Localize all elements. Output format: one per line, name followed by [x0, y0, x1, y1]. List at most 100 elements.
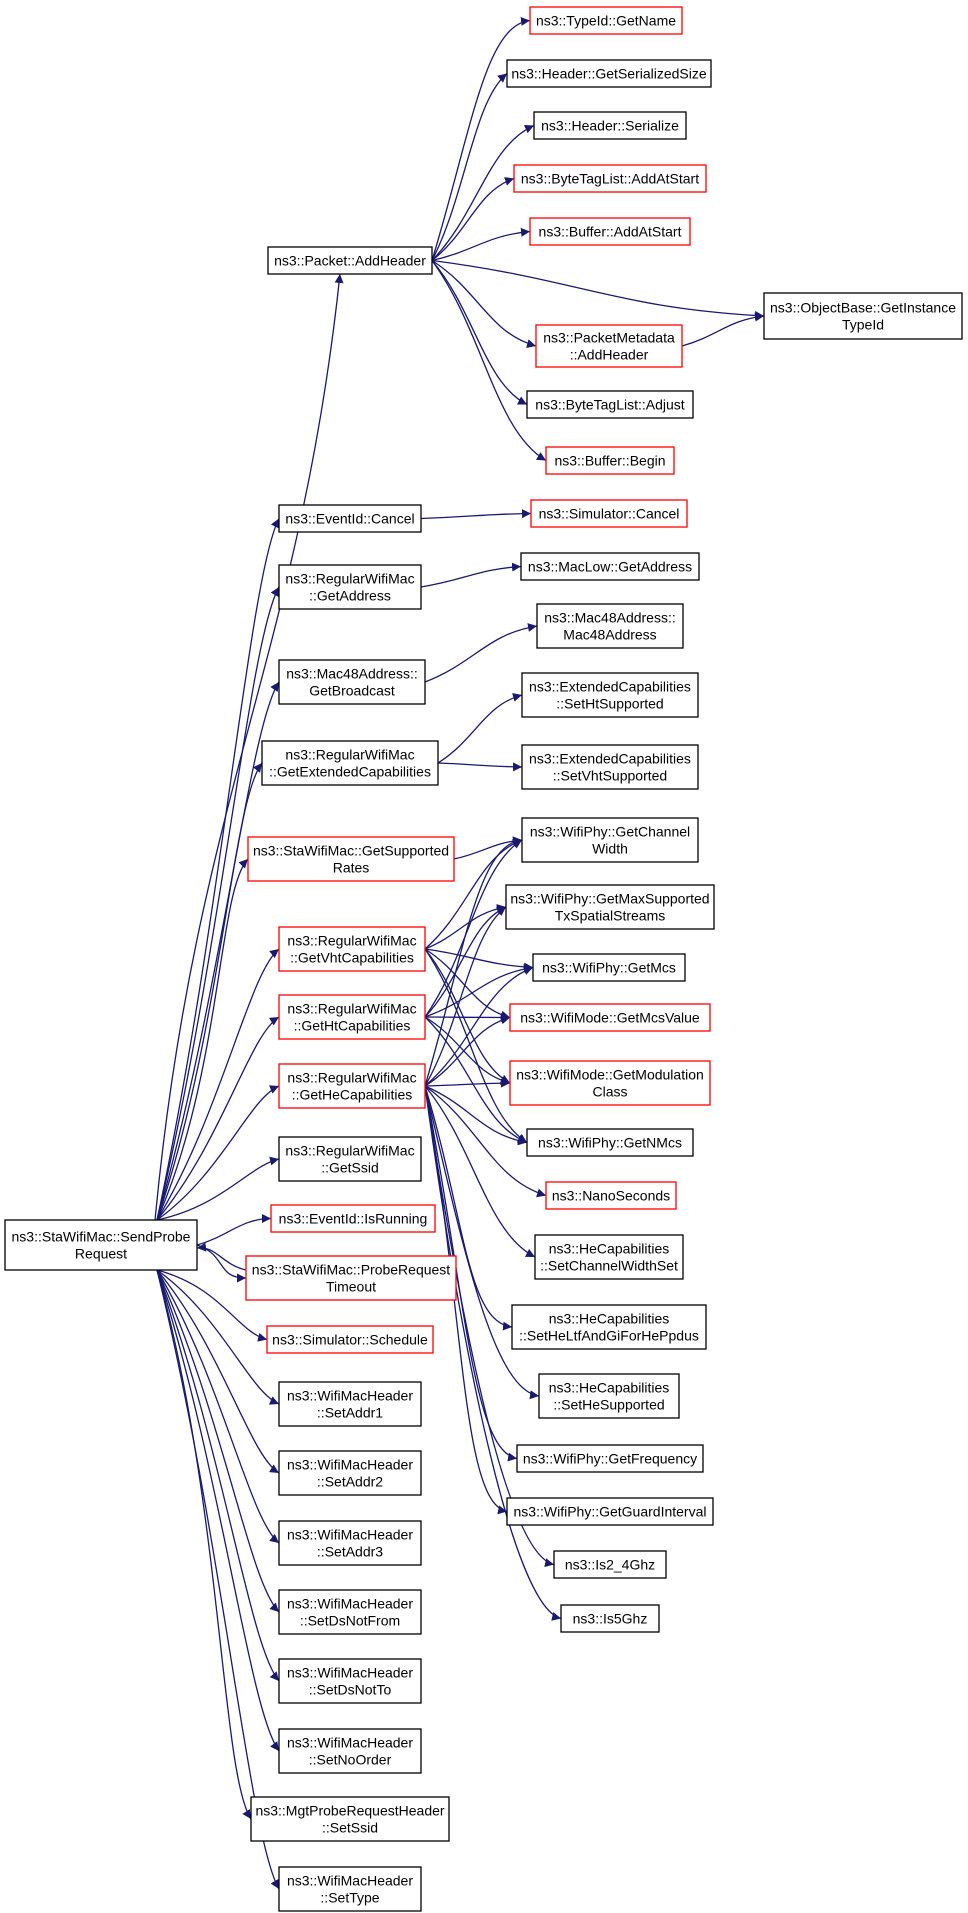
- node-label: ns3::ExtendedCapabilities: [529, 679, 691, 695]
- edge-root-to-stawifimac_getsupportedrates: [156, 858, 249, 1221]
- edge-root-to-wifimacheader_settype: [156, 1269, 280, 1890]
- node-label: Width: [592, 841, 628, 857]
- node-regularwifimac_gethtcapabilities[interactable]: ns3::RegularWifiMac::GetHtCapabilities: [278, 994, 426, 1040]
- node-buffer_addatstart[interactable]: ns3::Buffer::AddAtStart: [529, 217, 691, 246]
- node-label: ns3::RegularWifiMac: [287, 1070, 416, 1086]
- node-box: [538, 1373, 680, 1419]
- node-mgtproberequestheader_setssid[interactable]: ns3::MgtProbeRequestHeader::SetSsid: [250, 1796, 450, 1842]
- node-box: [536, 603, 684, 649]
- node-extcap_setvhtsupported[interactable]: ns3::ExtendedCapabilities::SetVhtSupport…: [521, 744, 699, 790]
- node-box: [270, 1204, 436, 1233]
- edge-regularwifimac_gethtcapabilities-to-wifimode_getmcsvalue: [424, 1012, 511, 1022]
- node-eventid_cancel[interactable]: ns3::EventId::Cancel: [278, 504, 422, 533]
- node-label: ::GetHeCapabilities: [292, 1087, 413, 1103]
- node-hecap_setchannelwidthset[interactable]: ns3::HeCapabilities::SetChannelWidthSet: [534, 1234, 684, 1280]
- edge-regularwifimac_gethecapabilities-to-hecap_sethesupported: [424, 1085, 540, 1400]
- node-is5ghz[interactable]: ns3::Is5Ghz: [560, 1604, 660, 1633]
- node-label: ns3::EventId::IsRunning: [279, 1211, 428, 1227]
- node-box: [509, 1060, 711, 1106]
- node-wifimode_getmcsvalue[interactable]: ns3::WifiMode::GetMcsValue: [509, 1003, 711, 1032]
- edge-addheader-to-buffer_begin: [431, 260, 547, 462]
- node-hecap_setheltfandgiforheppdus[interactable]: ns3::HeCapabilities::SetHeLtfAndGiForHeP…: [511, 1304, 707, 1350]
- node-label: ns3::ByteTagList::Adjust: [535, 397, 685, 413]
- node-simulator_cancel[interactable]: ns3::Simulator::Cancel: [530, 499, 688, 528]
- node-label: ns3::WifiPhy::GetFrequency: [523, 1451, 697, 1467]
- node-header_getserializedsize[interactable]: ns3::Header::GetSerializedSize: [506, 59, 712, 88]
- edge-regularwifimac_getaddress-to-maclow_getaddress: [420, 562, 522, 588]
- node-mac48address_getbroadcast[interactable]: ns3::Mac48Address::GetBroadcast: [278, 659, 426, 705]
- edge-root-to-wifimacheader_setaddr3: [156, 1269, 280, 1544]
- node-box: [278, 564, 422, 610]
- node-box: [529, 217, 691, 246]
- node-label: ::SetHeLtfAndGiForHePpdus: [519, 1328, 699, 1344]
- node-hecap_sethesupported[interactable]: ns3::HeCapabilities::SetHeSupported: [538, 1373, 680, 1419]
- node-label: ::SetType: [320, 1890, 379, 1906]
- node-box: [278, 926, 426, 972]
- node-simulator_schedule[interactable]: ns3::Simulator::Schedule: [266, 1325, 434, 1354]
- node-wifiphy_getguardinterval[interactable]: ns3::WifiPhy::GetGuardInterval: [506, 1497, 714, 1526]
- node-wifimacheader_setaddr2[interactable]: ns3::WifiMacHeader::SetAddr2: [278, 1450, 422, 1496]
- node-is2_4ghz[interactable]: ns3::Is2_4Ghz: [553, 1550, 667, 1579]
- edge-regularwifimac_gethecapabilities-to-wifiphy_getchannelwidth: [424, 836, 523, 1087]
- node-label: ::SetAddr2: [317, 1474, 383, 1490]
- node-box: [278, 1728, 422, 1774]
- node-wifimacheader_setdsnotto[interactable]: ns3::WifiMacHeader::SetDsNotTo: [278, 1658, 422, 1704]
- node-buffer_begin[interactable]: ns3::Buffer::Begin: [545, 446, 675, 475]
- node-box: [278, 1589, 422, 1635]
- node-maclow_getaddress[interactable]: ns3::MacLow::GetAddress: [520, 552, 700, 581]
- edge-regularwifimac_gethtcapabilities-to-wifiphy_getmaxsupportedtxspatialstreams: [424, 906, 507, 1018]
- node-typeid_getname[interactable]: ns3::TypeId::GetName: [529, 6, 683, 35]
- node-label: ns3::Mac48Address::: [286, 666, 418, 682]
- node-wifimacheader_setaddr1[interactable]: ns3::WifiMacHeader::SetAddr1: [278, 1381, 422, 1427]
- node-wifimacheader_setaddr3[interactable]: ns3::WifiMacHeader::SetAddr3: [278, 1520, 422, 1566]
- node-box: [513, 164, 707, 193]
- edge-regularwifimac_gethecapabilities-to-nanoseconds: [424, 1085, 547, 1198]
- node-header_serialize[interactable]: ns3::Header::Serialize: [533, 111, 687, 140]
- node-bytetaglist_adjust[interactable]: ns3::ByteTagList::Adjust: [526, 390, 694, 419]
- node-wifimacheader_setnoorder[interactable]: ns3::WifiMacHeader::SetNoOrder: [278, 1728, 422, 1774]
- node-mac48address_ctor[interactable]: ns3::Mac48Address::Mac48Address: [536, 603, 684, 649]
- node-label: ::SetHtSupported: [556, 696, 663, 712]
- node-box: [509, 1003, 711, 1032]
- node-extcap_sethtsupported[interactable]: ns3::ExtendedCapabilities::SetHtSupporte…: [521, 672, 699, 718]
- node-nanoseconds[interactable]: ns3::NanoSeconds: [545, 1181, 677, 1210]
- edge-regularwifimac_getvhtcapabilities-to-wifimode_getmcsvalue: [424, 948, 511, 1020]
- node-box: [526, 1128, 694, 1157]
- node-regularwifimac_gethecapabilities[interactable]: ns3::RegularWifiMac::GetHeCapabilities: [278, 1063, 426, 1109]
- node-wifiphy_getfrequency[interactable]: ns3::WifiPhy::GetFrequency: [516, 1444, 704, 1473]
- node-regularwifimac_getaddress[interactable]: ns3::RegularWifiMac::GetAddress: [278, 564, 422, 610]
- node-wifimacheader_settype[interactable]: ns3::WifiMacHeader::SetType: [278, 1866, 422, 1912]
- node-label: Class: [592, 1084, 627, 1100]
- edge-eventid_cancel-to-simulator_cancel: [420, 509, 532, 520]
- node-addheader[interactable]: ns3::Packet::AddHeader: [267, 246, 433, 275]
- node-bytetaglist_addatstart[interactable]: ns3::ByteTagList::AddAtStart: [513, 164, 707, 193]
- node-label: GetBroadcast: [309, 683, 395, 699]
- node-label: ns3::Header::Serialize: [541, 118, 679, 134]
- node-wifimacheader_setdsnotfrom[interactable]: ns3::WifiMacHeader::SetDsNotFrom: [278, 1589, 422, 1635]
- node-label: ns3::WifiMacHeader: [287, 1596, 413, 1612]
- node-packetmetadata_addheader[interactable]: ns3::PacketMetadata::AddHeader: [535, 324, 683, 368]
- node-label: Mac48Address: [563, 627, 656, 643]
- edge-regularwifimac_getextendedcapabilities-to-extcap_sethtsupported: [437, 693, 523, 764]
- node-box: [521, 744, 699, 790]
- node-wifiphy_getmcs[interactable]: ns3::WifiPhy::GetMcs: [532, 953, 686, 982]
- edge-root-to-regularwifimac_gethecapabilities: [156, 1085, 280, 1221]
- node-box: [278, 504, 422, 533]
- node-regularwifimac_getvhtcapabilities[interactable]: ns3::RegularWifiMac::GetVhtCapabilities: [278, 926, 426, 972]
- edge-regularwifimac_gethtcapabilities-to-wifiphy_getchannelwidth: [424, 839, 523, 1018]
- edge-root-to-wifimacheader_setnoorder: [156, 1269, 280, 1752]
- node-box: [245, 1255, 457, 1301]
- node-wifiphy_getnmcs[interactable]: ns3::WifiPhy::GetNMcs: [526, 1128, 694, 1157]
- node-regularwifimac_getextendedcapabilities[interactable]: ns3::RegularWifiMac::GetExtendedCapabili…: [261, 740, 439, 786]
- node-label: ns3::TypeId::GetName: [536, 13, 676, 29]
- node-wifiphy_getmaxsupportedtxspatialstreams[interactable]: ns3::WifiPhy::GetMaxSupportedTxSpatialSt…: [505, 884, 715, 930]
- node-eventid_isrunning[interactable]: ns3::EventId::IsRunning: [270, 1204, 436, 1233]
- node-label: ns3::StaWifiMac::GetSupported: [253, 843, 449, 859]
- node-regularwifimac_getssid[interactable]: ns3::RegularWifiMac::GetSsid: [278, 1136, 422, 1182]
